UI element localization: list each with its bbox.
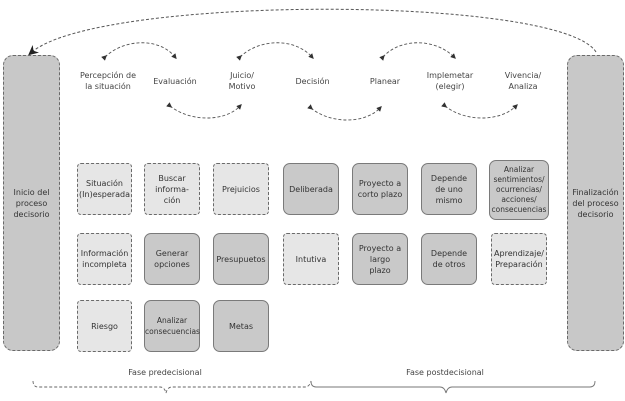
box-depende-uno-mismo: Depende de uno mismo [421,163,477,215]
box-label: Situación (In)esperada [79,179,130,199]
box-riesgo: Riesgo [77,300,132,352]
phase-postdecisional-label: Fase postdecisional [406,368,484,377]
box-label: Riesgo [91,321,118,331]
box-buscar-informacion: Buscar informa- ción [144,163,200,215]
box-label: Presupuetos [216,254,266,264]
end-panel-label: Finalización del proceso decisorio [572,187,619,219]
box-label: Analizar consecuencias [145,316,200,336]
box-intutiva: Intutiva [283,233,339,285]
feedback-loop-arrow [28,8,597,56]
box-label: Buscar informa- ción [155,173,189,205]
box-label: Deliberada [289,184,333,194]
box-proyecto-largo-plazo: Proyecto a largo plazo [352,233,408,285]
box-analizar-sentimientos: Analizar sentimientos/ ocurrencias/ acci… [489,160,549,220]
box-label: Analizar sentimientos/ ocurrencias/ acci… [491,165,547,214]
box-label: Depende de otros [430,249,468,269]
stage-label: Decisión [295,77,330,86]
box-proyecto-corto-plazo: Proyecto a corto plazo [352,163,408,215]
box-analizar-consecuencias: Analizar consecuencias [144,300,200,352]
box-label: Proyecto a largo plazo [358,243,402,275]
stage-label: Evaluación [153,77,197,86]
box-label: Generar opciones [154,249,190,269]
stage-label: Vivencia/ Analiza [504,71,542,91]
arc-planear-implementar [379,42,456,61]
box-label: Prejuicios [222,184,260,194]
box-aprendizaje-preparacion: Aprendizaje/ Preparación [491,233,547,285]
arc-perception-evaluation [101,42,177,61]
brace-predecisional [32,380,312,394]
start-panel-label: Inicio del proceso decisorio [13,187,50,219]
arc-evaluation-juicio [166,102,242,119]
box-informacion-incompleta: Información incompleta [77,233,132,285]
box-label: Metas [228,321,254,331]
stage-label: Percepción de la situación [79,71,137,91]
box-situacion-inesperada: Situación (In)esperada [77,163,132,215]
arc-decision-planear [307,104,382,121]
box-label: Información incompleta [80,249,129,269]
stage-label: Implemetar (elegir) [426,71,474,91]
box-label: Depende de uno mismo [430,173,468,205]
box-label: Proyecto a corto plazo [357,179,403,199]
box-generar-opciones: Generar opciones [144,233,200,285]
brace-postdecisional [310,380,596,394]
end-panel: Finalización del proceso decisorio [567,55,624,351]
box-depende-otros: Depende de otros [421,233,477,285]
stage-label: Planear [369,77,401,86]
box-prejuicios: Prejuicios [213,163,269,215]
stage-label: Juicio/ Motivo [228,71,256,91]
box-deliberada: Deliberada [283,163,339,215]
arc-implementar-vivencia [441,102,518,119]
box-presupuetos: Presupuetos [213,233,269,285]
box-label: Intutiva [295,254,327,264]
box-label: Aprendizaje/ Preparación [494,249,544,269]
phase-predecisional-label: Fase predecisional [128,368,202,377]
box-metas: Metas [213,300,269,352]
arc-juicio-decision [236,42,314,61]
start-panel: Inicio del proceso decisorio [3,55,60,351]
